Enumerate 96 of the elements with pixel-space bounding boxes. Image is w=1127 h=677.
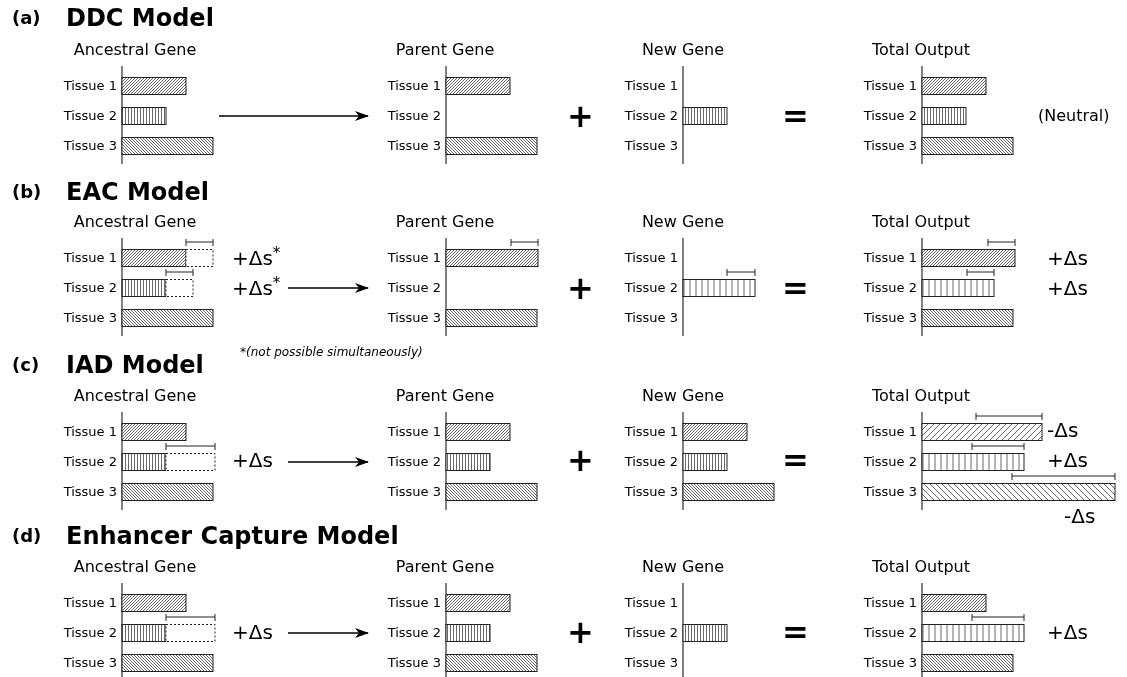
tissue-label: Tissue 2 xyxy=(63,626,117,639)
delta-s-label: -Δs xyxy=(1064,506,1096,526)
delta-s-label: +Δs xyxy=(232,622,273,642)
delta-s-label: +Δs$^{*}$ xyxy=(232,278,281,298)
panel-letter: (a) xyxy=(12,9,41,27)
gene-heading: New Gene xyxy=(641,42,725,58)
gene-heading: Parent Gene xyxy=(395,388,495,404)
tissue-label: Tissue 1 xyxy=(63,251,117,264)
plus-sign: + xyxy=(567,616,594,648)
arrow xyxy=(218,111,369,121)
tissue-label: Tissue 3 xyxy=(624,139,678,152)
tissue-label: Tissue 1 xyxy=(624,596,678,609)
gene-heading: New Gene xyxy=(641,559,725,575)
neutral-label: (Neutral) xyxy=(1038,108,1110,124)
tissue-label: Tissue 3 xyxy=(63,485,117,498)
arrow xyxy=(287,628,369,638)
gene-heading: Total Output xyxy=(872,559,970,575)
gene-heading: Ancestral Gene xyxy=(73,559,197,575)
delta-s-label: +Δs xyxy=(232,450,273,470)
equals-sign: = xyxy=(782,272,809,304)
tissue-label: Tissue 2 xyxy=(624,626,678,639)
gene-heading: Total Output xyxy=(872,42,970,58)
tissue-label: Tissue 2 xyxy=(863,281,917,294)
delta-s-label: +Δs xyxy=(1047,622,1088,642)
delta-s-label: +Δs xyxy=(1047,278,1088,298)
tissue-label: Tissue 1 xyxy=(863,596,917,609)
tissue-label: Tissue 2 xyxy=(387,281,441,294)
tissue-label: Tissue 3 xyxy=(387,485,441,498)
tissue-label: Tissue 1 xyxy=(863,251,917,264)
tissue-label: Tissue 3 xyxy=(624,485,678,498)
tissue-label: Tissue 2 xyxy=(387,455,441,468)
tissue-label: Tissue 3 xyxy=(863,485,917,498)
tissue-label: Tissue 1 xyxy=(387,425,441,438)
plus-sign: + xyxy=(567,272,594,304)
tissue-label: Tissue 1 xyxy=(863,425,917,438)
panel-letter: (d) xyxy=(12,527,42,545)
tissue-label: Tissue 3 xyxy=(863,311,917,324)
gene-heading: New Gene xyxy=(641,388,725,404)
tissue-label: Tissue 2 xyxy=(387,109,441,122)
tissue-label: Tissue 2 xyxy=(387,626,441,639)
arrow xyxy=(287,283,369,293)
tissue-label: Tissue 3 xyxy=(387,656,441,669)
tissue-label: Tissue 1 xyxy=(63,79,117,92)
tissue-label: Tissue 2 xyxy=(63,109,117,122)
tissue-label: Tissue 3 xyxy=(63,139,117,152)
tissue-label: Tissue 2 xyxy=(863,109,917,122)
equals-sign: = xyxy=(782,100,809,132)
tissue-label: Tissue 2 xyxy=(624,281,678,294)
gene-heading: Total Output xyxy=(872,388,970,404)
tissue-label: Tissue 2 xyxy=(63,281,117,294)
delta-s-label: -Δs xyxy=(1047,420,1079,440)
tissue-label: Tissue 1 xyxy=(624,251,678,264)
arrow xyxy=(287,457,369,467)
delta-s-label: +Δs xyxy=(1047,450,1088,470)
panel-title: EAC Model xyxy=(66,180,209,204)
gene-heading: Parent Gene xyxy=(395,214,495,230)
tissue-label: Tissue 3 xyxy=(387,139,441,152)
tissue-label: Tissue 1 xyxy=(387,596,441,609)
tissue-label: Tissue 3 xyxy=(624,311,678,324)
tissue-label: Tissue 1 xyxy=(863,79,917,92)
footnote: *(not possible simultaneously) xyxy=(240,346,423,358)
panel-title: DDC Model xyxy=(66,6,214,30)
tissue-label: Tissue 2 xyxy=(624,455,678,468)
tissue-label: Tissue 3 xyxy=(863,139,917,152)
gene-heading: New Gene xyxy=(641,214,725,230)
gene-heading: Parent Gene xyxy=(395,42,495,58)
tissue-label: Tissue 1 xyxy=(624,79,678,92)
panel-letter: (c) xyxy=(12,356,40,374)
gene-heading: Ancestral Gene xyxy=(73,214,197,230)
tissue-label: Tissue 3 xyxy=(63,311,117,324)
tissue-label: Tissue 3 xyxy=(387,311,441,324)
gene-heading: Ancestral Gene xyxy=(73,42,197,58)
delta-s-label: +Δs$^{*}$ xyxy=(232,248,281,268)
tissue-label: Tissue 2 xyxy=(863,626,917,639)
plus-sign: + xyxy=(567,100,594,132)
delta-s-label: +Δs xyxy=(1047,248,1088,268)
plus-sign: + xyxy=(567,444,594,476)
tissue-label: Tissue 3 xyxy=(63,656,117,669)
panel-letter: (b) xyxy=(12,183,42,201)
tissue-label: Tissue 2 xyxy=(624,109,678,122)
tissue-label: Tissue 1 xyxy=(387,79,441,92)
gene-heading: Parent Gene xyxy=(395,559,495,575)
tissue-label: Tissue 3 xyxy=(624,656,678,669)
gene-heading: Ancestral Gene xyxy=(73,388,197,404)
panel-title: Enhancer Capture Model xyxy=(66,524,399,548)
tissue-label: Tissue 2 xyxy=(863,455,917,468)
tissue-label: Tissue 1 xyxy=(63,425,117,438)
tissue-label: Tissue 1 xyxy=(624,425,678,438)
panel-title: IAD Model xyxy=(66,353,204,377)
gene-heading: Total Output xyxy=(872,214,970,230)
equals-sign: = xyxy=(782,444,809,476)
tissue-label: Tissue 1 xyxy=(387,251,441,264)
equals-sign: = xyxy=(782,616,809,648)
tissue-label: Tissue 3 xyxy=(863,656,917,669)
tissue-label: Tissue 1 xyxy=(63,596,117,609)
tissue-label: Tissue 2 xyxy=(63,455,117,468)
